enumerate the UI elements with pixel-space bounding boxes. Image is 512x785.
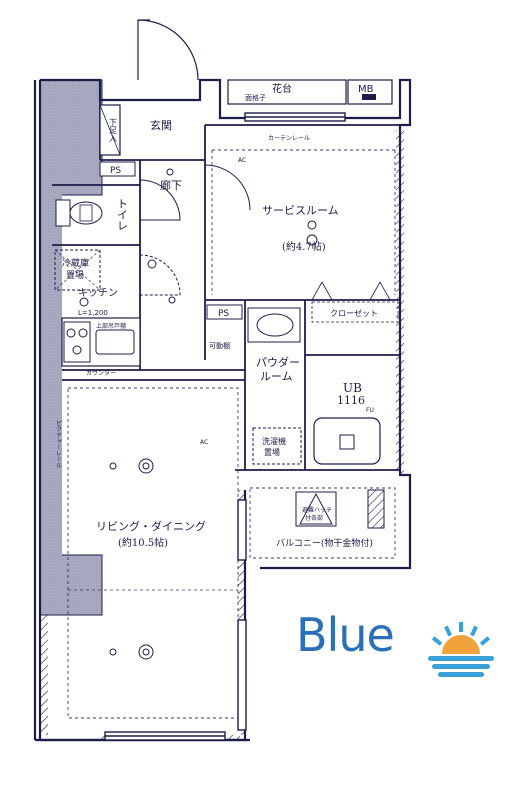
kitchen-sink: [95, 329, 135, 355]
label-curtain-rail: カーテンレール: [268, 135, 310, 142]
balcony-outline: [249, 487, 396, 559]
sun-half-icon: [442, 635, 480, 654]
label-hallway: 廊下: [160, 178, 182, 192]
stove: [63, 321, 91, 363]
label-flower-bed: 花台: [272, 82, 292, 95]
label-service-room: サービスルーム: [262, 204, 339, 217]
label-powder-room-2: ルーム: [260, 370, 293, 383]
escape-hatch: [295, 491, 337, 527]
label-shoe-box: 下足入: [109, 118, 118, 142]
left-wall-strip: [40, 190, 62, 560]
brand-logo-sun-icon: [428, 622, 494, 677]
label-kitchen-light: L=1,200: [78, 309, 108, 317]
living-outline: [67, 387, 239, 719]
label-closet: クローゼット: [330, 308, 378, 318]
label-kitchen: キッチン: [78, 287, 118, 299]
balcony-column: [367, 489, 385, 529]
vanity: [247, 307, 301, 343]
label-ub: UB: [343, 381, 362, 395]
sun-rays-icon: [431, 622, 491, 646]
label-upper-cabinet: 上部吊戸棚: [96, 322, 126, 330]
wall-hatch-balcony: [238, 490, 246, 735]
closet-doors: [311, 281, 391, 301]
toilet-sink: [79, 204, 93, 222]
entrance-door-arc: [137, 19, 199, 81]
label-ps-1: PS: [110, 166, 121, 176]
label-living: リビング・ダイニング: [96, 519, 206, 533]
label-storage: 可動棚: [209, 341, 230, 350]
brand-logo-text: Blue: [296, 608, 395, 662]
fridge-space: [54, 249, 101, 291]
hall-door-arc-2: [139, 254, 181, 296]
column-left-bottom: [39, 554, 103, 616]
label-hatch: 避難ハッチ: [302, 506, 332, 514]
service-door-arc: [204, 164, 251, 211]
label-entrance: 玄関: [150, 118, 172, 132]
label-picture-rail: ピクチャーレール: [55, 420, 62, 468]
toilet-bowl: [69, 201, 103, 225]
label-mb: MB: [358, 84, 374, 95]
wall-hatch-left: [40, 615, 48, 735]
label-balcony: バルコニー(物干金物付): [276, 537, 373, 549]
wall-hatch-right: [396, 130, 404, 475]
label-ps-2: PS: [218, 309, 229, 319]
label-counter: カウンター: [86, 369, 116, 377]
washer-space: [252, 427, 302, 465]
label-service-room-size: (約4.7帖): [282, 240, 326, 253]
label-fridge-space: 置場: [66, 269, 84, 281]
label-living-size: (約10.5帖): [118, 536, 168, 549]
hall-door-arc-1: [139, 179, 181, 221]
label-ac-1: AC: [238, 157, 246, 164]
label-lattice: 面格子: [245, 93, 266, 102]
mb-box: [347, 79, 393, 105]
closet: [311, 301, 399, 323]
interior-walls: [52, 100, 400, 471]
label-ub-size: 1116: [337, 394, 365, 407]
ps-box-2: [206, 304, 243, 320]
windows: [104, 112, 346, 741]
flower-bed: [227, 79, 347, 105]
label-fridge: 冷蔵庫: [62, 257, 89, 269]
label-washer-space: 置場: [264, 447, 280, 457]
label-hatch-2: 付各部: [305, 514, 323, 522]
bathtub: [313, 417, 381, 465]
label-ac-2: AC: [200, 439, 208, 446]
label-toilet: トイレ: [116, 198, 129, 231]
column-left-top: [39, 79, 103, 196]
ps-box-1: [99, 161, 136, 177]
ceiling-lights: [79, 168, 318, 660]
label-washer: 洗濯機: [262, 436, 286, 446]
toilet-tank: [55, 199, 71, 227]
label-powder-room: パウダー: [256, 355, 300, 369]
label-fu: FU: [366, 407, 374, 414]
